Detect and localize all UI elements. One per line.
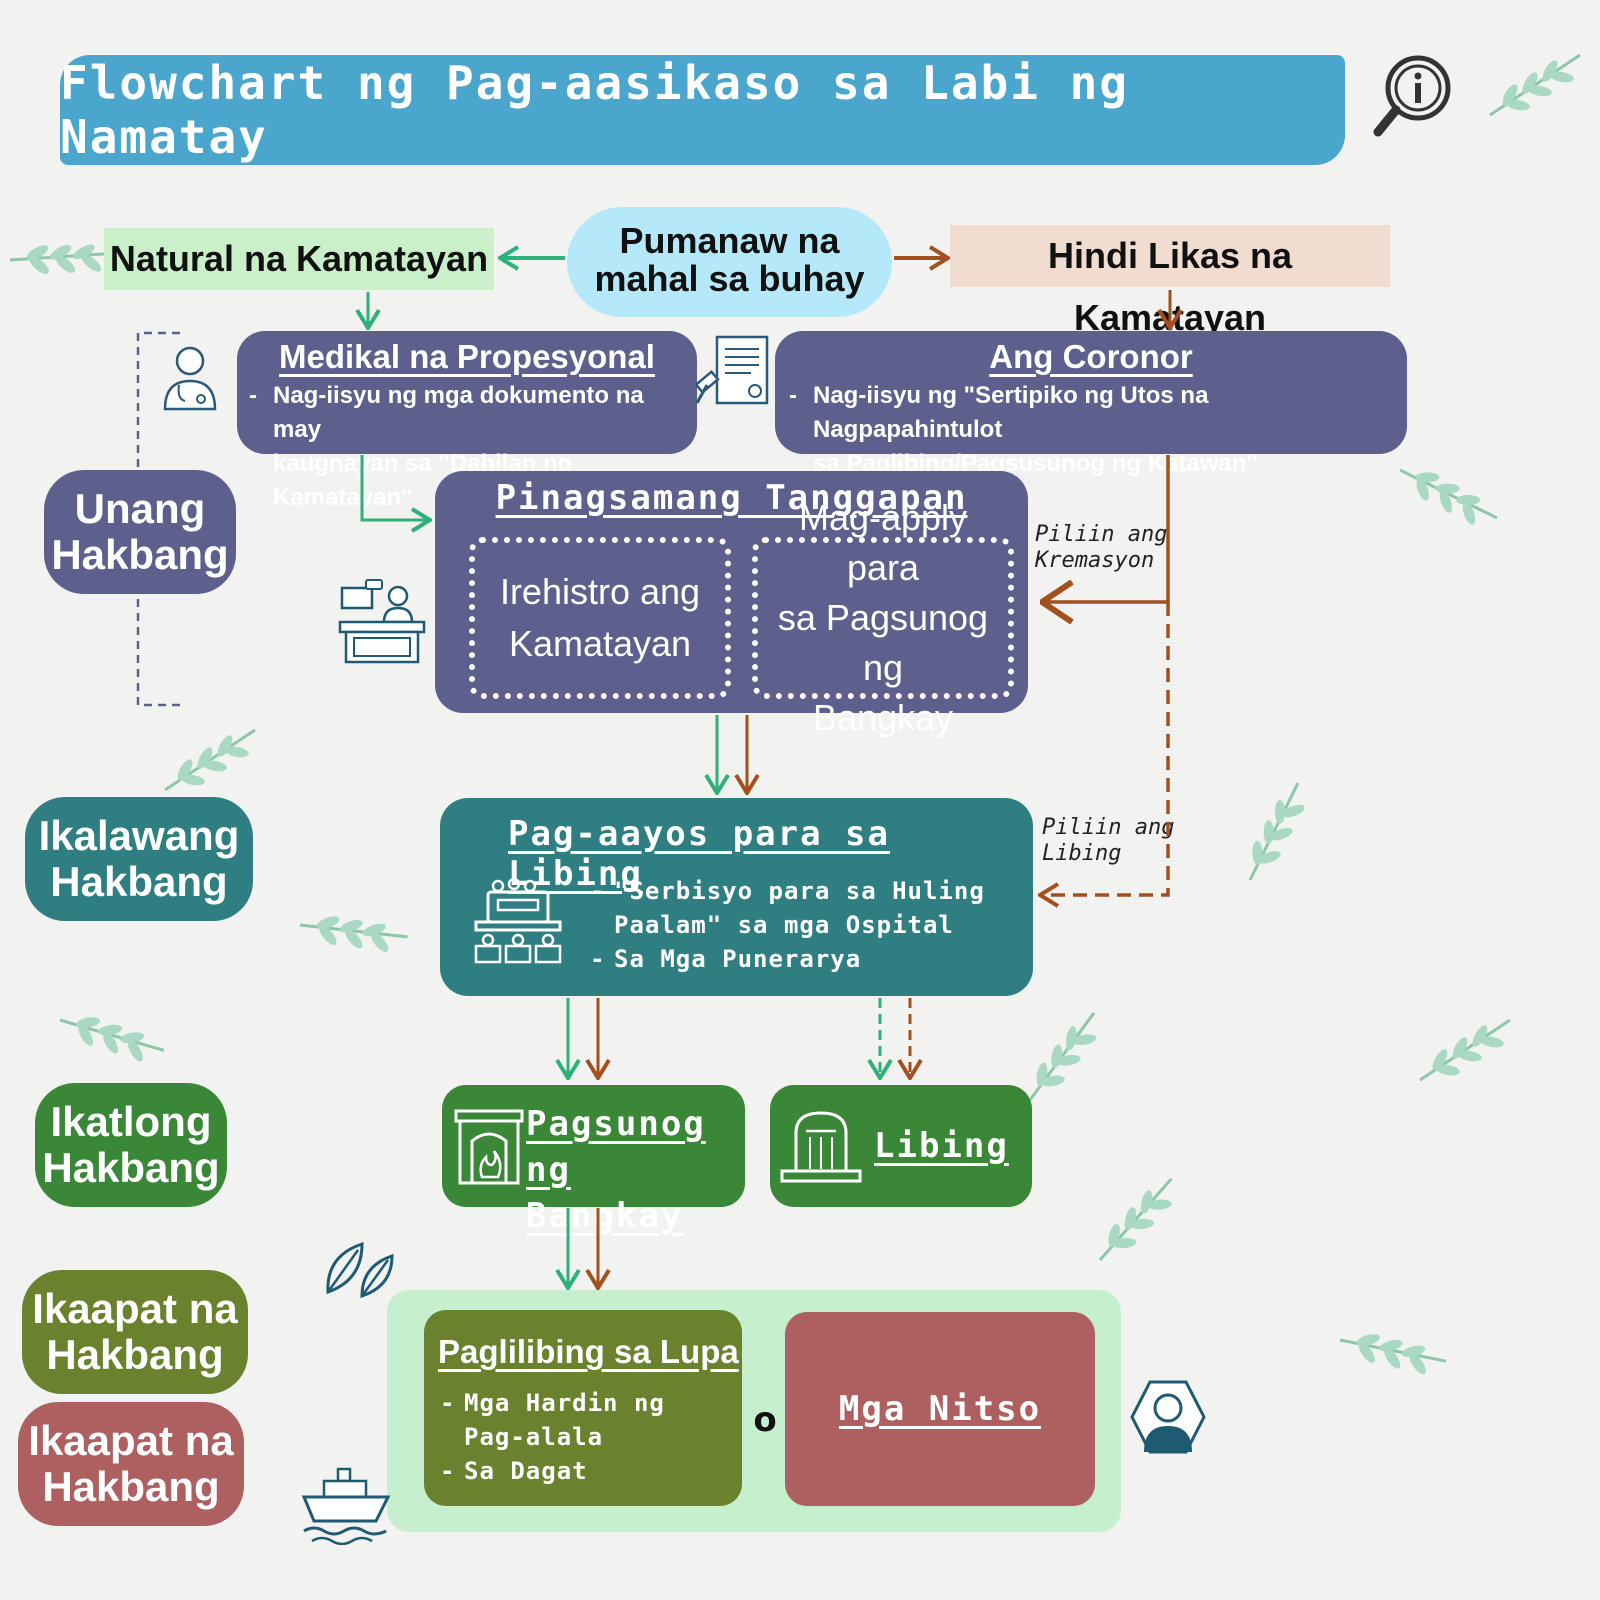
step3-line2: Hakbang: [42, 1144, 220, 1191]
arrow-medical-to-office: [360, 455, 430, 520]
start-node: Pumanaw na mahal sa buhay: [567, 207, 892, 317]
choose-cremation-line1: Piliin ang: [1035, 522, 1168, 547]
ground-item2: Sa Dagat: [464, 1457, 588, 1485]
choose-cremation-label: Piliin ang Kremasyon: [1035, 522, 1167, 574]
funeral-item2: Sa Mga Punerarya: [614, 945, 862, 973]
start-line1: Pumanaw na: [619, 220, 840, 261]
office-desk-icon: [338, 579, 426, 664]
doctor-icon: [163, 346, 217, 411]
step3-line1: Ikatlong: [50, 1098, 212, 1145]
funeral-service-icon: [474, 878, 562, 964]
ground-item1-line1: Mga Hardin ng: [464, 1389, 665, 1417]
certificate-gavel-icon: [695, 335, 769, 405]
funeral-item1-line2: Paalam" sa mga Ospital: [614, 911, 954, 939]
burial-label: Libing: [874, 1126, 1009, 1166]
cremation-label: Pagsunog ng Bangkay: [526, 1101, 741, 1239]
arrow-coroner-to-office: [1042, 455, 1170, 602]
medical-professional-box: Medikal na Propesyonal Nag-iisyu ng mga …: [237, 331, 697, 511]
or-label: o: [753, 1400, 777, 1440]
ground-burial-box: Paglilibing sa Lupa Mga Hardin ng Pag-ala…: [424, 1310, 742, 1506]
burial-box: Libing: [770, 1085, 1032, 1207]
ground-details: Mga Hardin ng Pag-alala Sa Dagat: [440, 1386, 740, 1488]
apply-line3: Bangkay: [812, 697, 954, 738]
step1-line2: Hakbang: [51, 531, 229, 578]
funeral-item1-line1: "Serbisyo para sa Huling: [614, 877, 985, 905]
step4a-line2: Hakbang: [46, 1331, 224, 1378]
niches-box: Mga Nitso: [785, 1312, 1095, 1506]
tombstone-icon: [780, 1111, 862, 1183]
medical-details: Nag-iisyu ng mga dokumento na maykaugnay…: [249, 379, 685, 515]
register-line1: Irehistro ang: [499, 571, 701, 612]
funeral-arrangement-box: Pag-aayos para sa Libing "Serbisyo para …: [440, 798, 1033, 996]
step4a-line1: Ikaapat na: [32, 1285, 238, 1332]
cremation-line1: Pagsunog: [526, 1104, 706, 1144]
step4b-line2: Hakbang: [42, 1463, 220, 1510]
ground-title: Paglilibing sa Lupa: [438, 1333, 739, 1370]
fireplace-icon: [454, 1109, 524, 1185]
medical-title: Medikal na Propesyonal: [279, 338, 655, 375]
cremation-box: Pagsunog ng Bangkay: [442, 1085, 745, 1236]
ground-item1-line2: Pag-alala: [464, 1423, 604, 1451]
info-search-icon: [1373, 55, 1451, 137]
step2-line1: Ikalawang: [38, 812, 240, 859]
apply-line2: sa Pagsunog ng: [777, 597, 989, 688]
ship-icon: [301, 1467, 391, 1545]
niches-label: Mga Nitso: [838, 1389, 1042, 1429]
step2-line2: Hakbang: [50, 858, 228, 905]
choose-cremation-line2: Kremasyon: [1035, 548, 1155, 573]
coroner-title: Ang Coronor: [989, 338, 1193, 375]
funeral-title: Pag-aayos para sa Libing: [508, 814, 890, 894]
coroner-line1: Nag-iisyu ng "Sertipiko ng Utos na Nagpa…: [813, 382, 1209, 443]
register-line2: Kamatayan: [508, 623, 692, 664]
person-hexagon-icon: [1130, 1380, 1206, 1454]
start-line2: mahal sa buhay: [594, 258, 865, 299]
step1-line1: Unang: [74, 485, 206, 532]
cremation-line2: ng Bangkay: [526, 1150, 684, 1236]
choose-burial-line1: Piliin ang: [1042, 815, 1175, 840]
joint-office-title: Pinagsamang Tanggapan: [495, 478, 968, 518]
leaves-icon: [326, 1241, 394, 1299]
apply-line1: Mag-apply para: [798, 497, 968, 588]
step4b-line1: Ikaapat na: [28, 1417, 234, 1464]
page-title: Flowchart ng Pag-aasikaso sa Labi ng Nam…: [60, 55, 1345, 165]
natural-death-label: Natural na Kamatayan: [104, 228, 494, 290]
medical-line1: Nag-iisyu ng mga dokumento na may: [273, 382, 644, 443]
choose-burial-label: Piliin ang Libing: [1042, 815, 1174, 867]
arrow-coroner-to-funeral-dashed: [1040, 602, 1170, 895]
choose-burial-line2: Libing: [1042, 841, 1122, 866]
